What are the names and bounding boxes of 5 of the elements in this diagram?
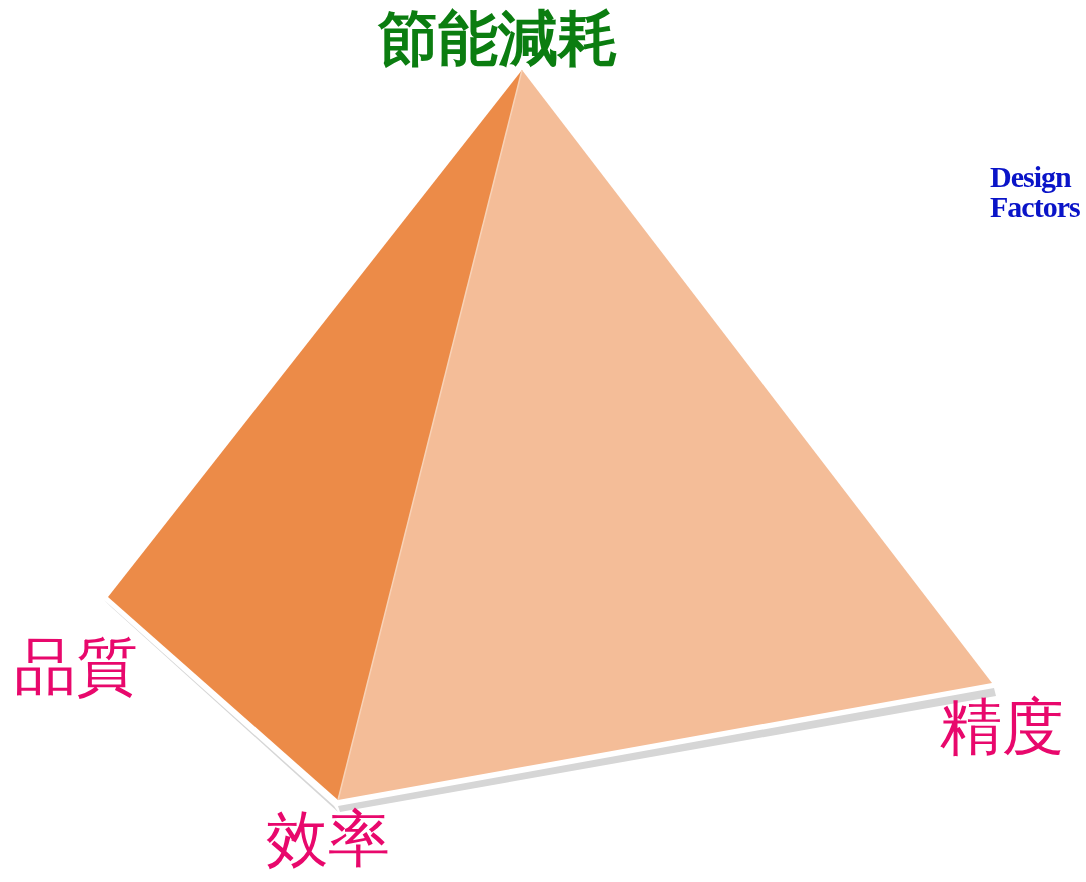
vertex-label: 效率 [266,808,390,870]
vertex-label: Design Factors [990,162,1081,222]
vertex-label: 精度 [940,696,1064,758]
vertex-label: 節能減耗 [378,8,618,68]
vertex-label: 品質 [14,636,138,698]
